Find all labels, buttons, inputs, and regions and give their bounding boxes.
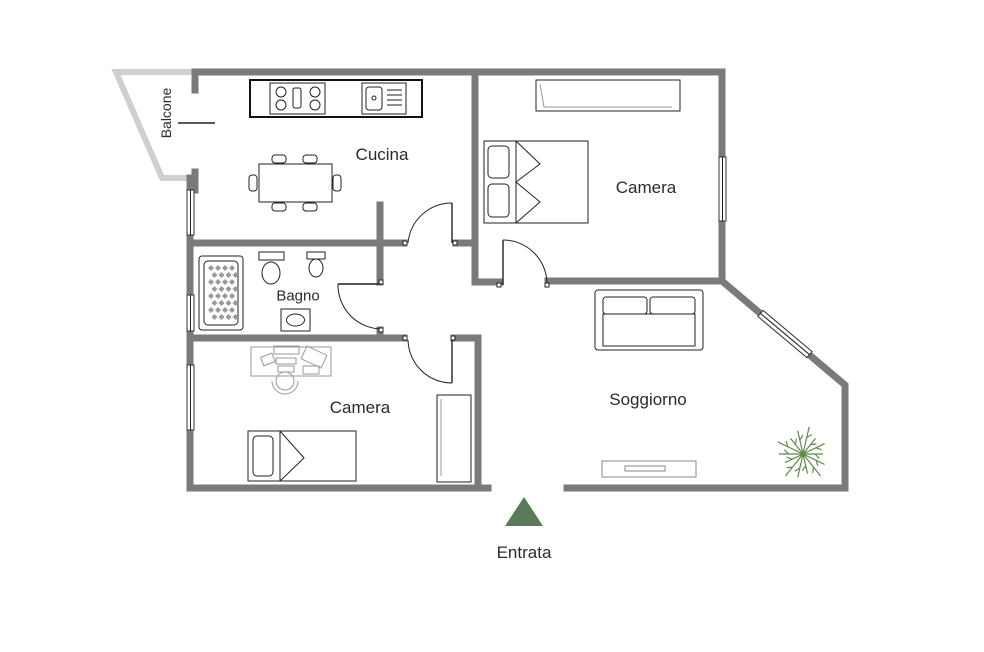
plant-leaf bbox=[802, 453, 809, 474]
tub-dot bbox=[211, 300, 218, 306]
room-label-soggiorno: Soggiorno bbox=[609, 390, 687, 409]
tub-dot bbox=[225, 286, 232, 292]
tub-dot bbox=[232, 286, 239, 292]
plant-leaf bbox=[790, 438, 804, 455]
plant-leaf bbox=[802, 453, 821, 477]
bathtub-pattern bbox=[208, 265, 239, 320]
room-label-camera-bottom: Camera bbox=[329, 398, 391, 417]
interior-walls bbox=[186, 68, 726, 492]
tub-dot bbox=[218, 314, 225, 320]
plant-leaflet bbox=[786, 466, 793, 469]
plant-leaflet bbox=[806, 433, 813, 439]
plant-leaflet bbox=[783, 449, 790, 455]
room-label-balcone: Balcone bbox=[158, 87, 174, 139]
plant-leaflet bbox=[794, 438, 797, 445]
tub-dot bbox=[215, 279, 221, 285]
plant-leaflet bbox=[785, 440, 789, 447]
plant-leaf bbox=[802, 438, 816, 455]
plant-leaflet bbox=[810, 443, 817, 446]
wardrobe-bottom bbox=[436, 394, 472, 483]
plant-leaf bbox=[802, 426, 810, 455]
tub-dot bbox=[211, 286, 218, 292]
tub-dot bbox=[218, 272, 225, 278]
tub-dot bbox=[229, 307, 235, 313]
tub-dot bbox=[215, 293, 221, 299]
plant-leaf bbox=[797, 453, 804, 478]
wardrobe-top bbox=[535, 79, 681, 112]
plant-leaf bbox=[802, 453, 825, 465]
plant-leaf bbox=[784, 453, 804, 464]
plant-leaflet bbox=[815, 447, 822, 451]
balcony-outline bbox=[111, 69, 192, 181]
single-bed bbox=[247, 430, 357, 482]
tub-dot bbox=[222, 307, 228, 313]
plant-leaflet bbox=[799, 434, 804, 441]
tub-dot bbox=[225, 272, 232, 278]
exterior-walls bbox=[186, 68, 849, 492]
tub-dot bbox=[222, 279, 228, 285]
kitchen-counter bbox=[249, 79, 423, 118]
sofa bbox=[594, 289, 704, 351]
tub-dot bbox=[225, 314, 232, 320]
windows bbox=[186, 156, 813, 431]
plant-leaf bbox=[802, 443, 825, 455]
plant bbox=[777, 426, 825, 478]
room-label-bagno: Bagno bbox=[276, 287, 320, 305]
tub-dot bbox=[211, 314, 218, 320]
tub-dot bbox=[232, 314, 239, 320]
tub-dot bbox=[222, 265, 228, 271]
tub-dot bbox=[208, 279, 214, 285]
plant-leaflet bbox=[812, 467, 815, 474]
tub-dot bbox=[225, 300, 232, 306]
tub-dot bbox=[208, 293, 214, 299]
doors bbox=[178, 122, 550, 384]
tub-dot bbox=[229, 279, 235, 285]
room-label-cucina: Cucina bbox=[355, 145, 409, 164]
tub-dot bbox=[222, 293, 228, 299]
tub-dot bbox=[232, 300, 239, 306]
entrance-label: Entrata bbox=[496, 543, 552, 562]
tv-unit bbox=[601, 460, 697, 478]
plant-leaflet bbox=[814, 453, 820, 459]
tub-dot bbox=[208, 307, 214, 313]
tub-dot bbox=[215, 265, 221, 271]
tub-dot bbox=[218, 300, 225, 306]
plant-leaflet bbox=[801, 465, 807, 472]
desk bbox=[250, 345, 332, 395]
double-bed bbox=[483, 140, 589, 224]
dining-table bbox=[248, 154, 342, 212]
tub-dot bbox=[232, 272, 239, 278]
plant-leaflet bbox=[786, 456, 793, 460]
tub-dot bbox=[215, 307, 221, 313]
tub-dot bbox=[229, 293, 235, 299]
plant-leaf bbox=[777, 441, 804, 455]
room-label-camera-top: Camera bbox=[615, 178, 677, 197]
tub-dot bbox=[218, 286, 225, 292]
tub-dot bbox=[229, 265, 235, 271]
entrance-marker bbox=[505, 497, 543, 526]
tub-dot bbox=[208, 265, 214, 271]
plant-leaf bbox=[785, 453, 804, 477]
plant-leaf bbox=[797, 430, 804, 455]
plant-leaflet bbox=[794, 467, 801, 472]
plant-leaflet bbox=[815, 460, 819, 467]
tub-dot bbox=[211, 272, 218, 278]
bathroom-fixtures bbox=[198, 251, 326, 332]
